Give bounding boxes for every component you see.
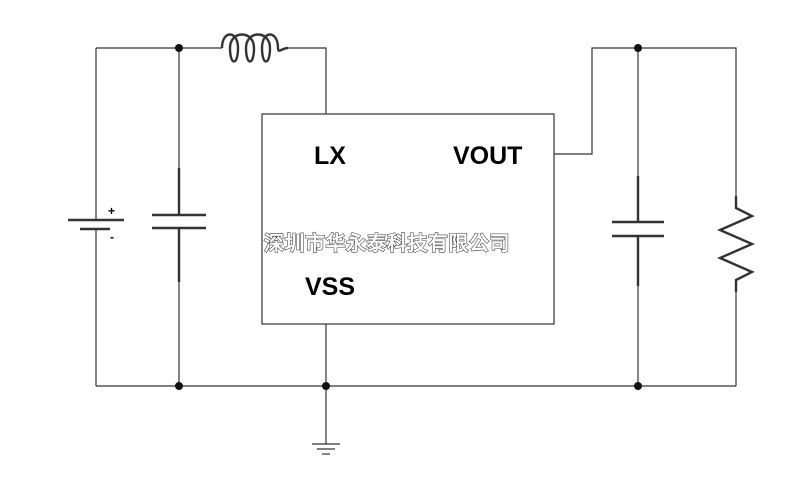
output-capacitor <box>612 176 664 286</box>
load-resistor <box>717 196 755 292</box>
input-wiring <box>95 47 736 387</box>
input-capacitor <box>152 168 206 282</box>
pin-label-vout: VOUT <box>453 142 522 170</box>
pin-label-vss: VSS <box>305 273 355 301</box>
junction-top-right <box>634 44 642 52</box>
ground-symbol <box>312 443 340 455</box>
junction-dots <box>175 44 642 390</box>
battery: + - <box>68 198 124 248</box>
junction-bottom-right <box>634 382 642 390</box>
battery-positive-label: + <box>108 204 115 218</box>
junction-bottom-left <box>175 382 183 390</box>
junction-top-left <box>175 44 183 52</box>
inductor <box>220 33 289 63</box>
output-wiring <box>554 47 737 386</box>
ic-body <box>261 113 555 325</box>
pin-label-lx: LX <box>314 142 346 170</box>
junction-bottom-vss <box>322 382 330 390</box>
watermark-text: 深圳市华永泰科技有限公司 <box>264 231 510 255</box>
battery-negative-label: - <box>110 230 114 244</box>
